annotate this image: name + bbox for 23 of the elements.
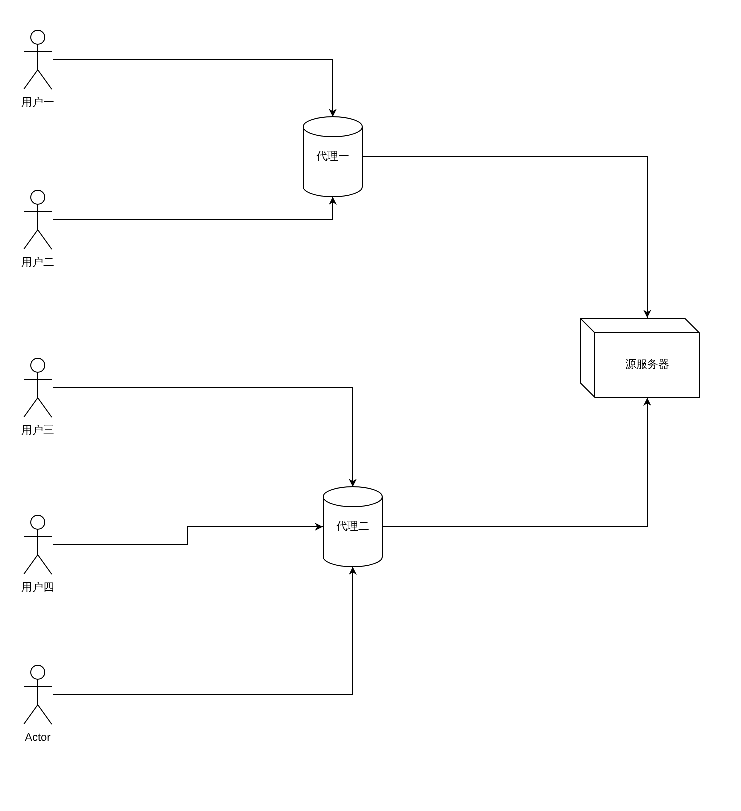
- actor-label: Actor: [25, 733, 51, 744]
- arrow: [382, 398, 652, 528]
- database-cylinder: [303, 117, 363, 197]
- arrow: [52, 196, 337, 220]
- arrow: [52, 388, 357, 488]
- arrow: [52, 523, 324, 546]
- actor-figure: [23, 665, 53, 725]
- server-cube: [580, 318, 700, 398]
- node-label: 代理一: [316, 150, 350, 165]
- arrow: [52, 566, 357, 696]
- actor-figure: [23, 190, 53, 250]
- actor-label: 用户二: [22, 258, 54, 269]
- actor-label: 用户三: [22, 426, 54, 437]
- node-label: 源服务器: [626, 358, 670, 374]
- actor-figure: [23, 515, 53, 575]
- database-cylinder: [323, 487, 383, 567]
- actor-label: 用户一: [22, 98, 54, 109]
- arrow: [362, 156, 652, 318]
- actor-figure: [23, 30, 53, 90]
- arrow: [52, 60, 337, 118]
- actor-label: 用户四: [22, 583, 54, 594]
- node-label: 代理二: [336, 520, 370, 535]
- actor-figure: [23, 358, 53, 418]
